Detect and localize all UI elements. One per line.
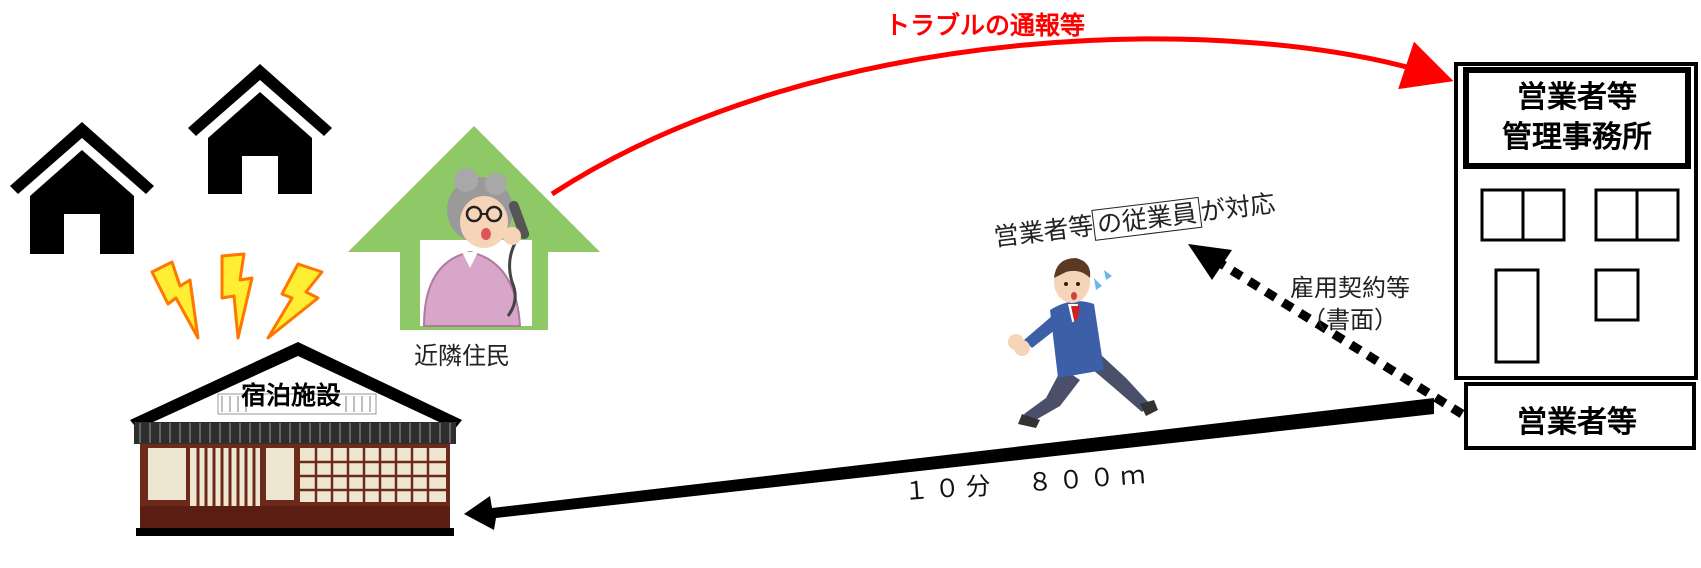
operator-label: 営業者等 [1517,405,1637,440]
trouble-report-arrow [550,36,1454,197]
lightning-icon [150,252,324,340]
lodging-label: 宿泊施設 [240,381,341,410]
contract-label-line: 雇用契約等 [1290,274,1410,302]
house-icon [188,64,332,194]
lodging-building-icon [130,342,462,536]
office-title-line: 営業者等 [1517,80,1637,115]
operator-box [1464,382,1696,450]
office-title-line: 管理事務所 [1502,120,1652,155]
contract-label: 雇用契約等 （書面） [1290,272,1410,336]
office-title: 営業者等 管理事務所 [1462,78,1692,158]
employment-contract-arrow [1209,254,1465,418]
resident-label: 近隣住民 [414,342,510,370]
office-building-icon [1454,62,1698,380]
employee-label-suffix: が対応 [1198,188,1277,227]
employment-contract-arrowhead [1188,244,1232,280]
running-employee-icon [1008,258,1158,428]
trouble-report-label: トラブルの通報等 [885,11,1086,40]
contract-label-line: （書面） [1302,306,1398,334]
distance-arrow [464,398,1434,530]
resident-house-icon [348,126,600,330]
house-icon [10,122,154,254]
